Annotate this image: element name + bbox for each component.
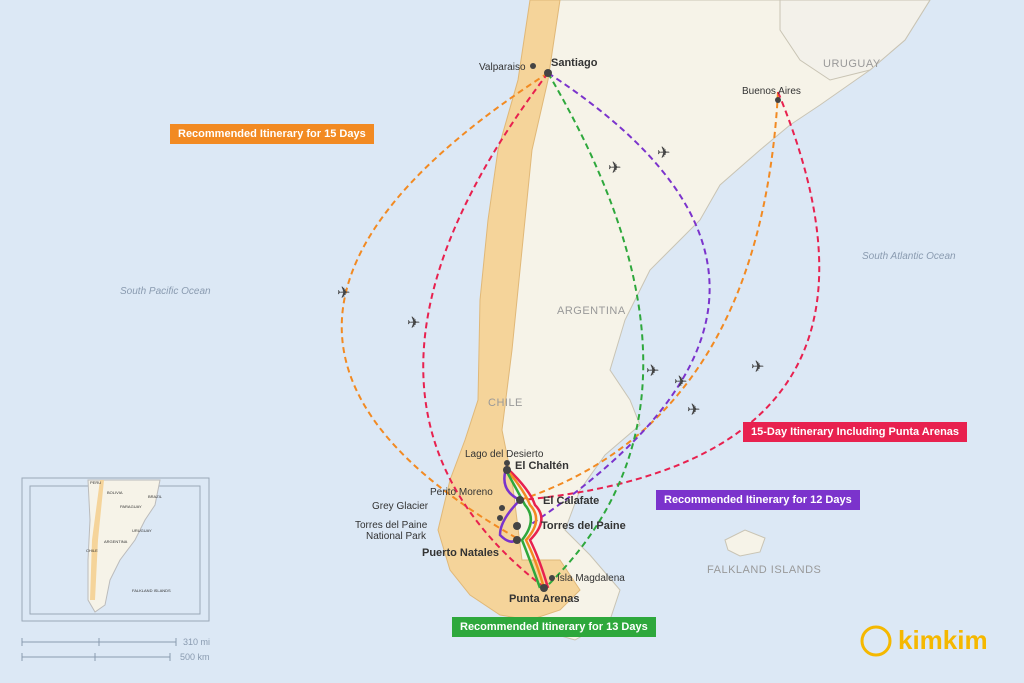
sea-label: South Atlantic Ocean [862,251,956,262]
city-label: Santiago [551,57,598,69]
country-label: ARGENTINA [557,305,626,317]
brand-name: kimkim [898,625,988,655]
inset-map [21,477,210,622]
inset-label: BRAZIL [148,494,163,499]
city-label: Lago del Desierto [465,449,544,460]
city-label: Isla Magdalena [557,573,625,584]
brand-logo: kimkim [860,625,988,656]
route-15-days-pa [422,72,549,589]
city-label: Torres del Paine [541,520,626,532]
city-dots [497,63,781,592]
city-label: National Park [366,531,427,542]
inset-label: ARGENTINA [104,539,128,544]
route-12-days [529,72,711,526]
country-label: FALKLAND ISLANDS [707,564,822,576]
city-label: Grey Glacier [372,501,429,512]
inset-label: PERU [90,480,102,485]
route-label-15-days: Recommended Itinerary for 15 Days [170,124,374,144]
city-label: Perito Moreno [430,487,493,498]
falkland-islands [724,529,766,557]
route-15-days-pa-ba [521,91,821,501]
city-label: El Calafate [543,495,600,507]
route-label-15-days-punta-arenas: 15-Day Itinerary Including Punta Arenas [743,422,968,442]
airplane-icon: ✈ [674,374,688,391]
route-13-days [544,72,645,589]
scale-miles: 310 mi [183,637,211,647]
city-label: Torres del Paine [355,520,428,531]
airplane-icon: ✈ [657,145,671,162]
uruguay-land [779,0,931,81]
inset-label: URUGUAY [132,528,152,533]
airplane-icon: ✈ [337,285,351,302]
scale-bars [21,638,177,661]
argentina-land [499,0,931,641]
inset-label: FALKLAND ISLANDS [132,588,171,593]
route-label-13-days: Recommended Itinerary for 13 Days [452,617,656,637]
city-label: Puerto Natales [422,547,500,559]
city-label: Punta Arenas [509,593,580,605]
airplane-icon: ✈ [751,359,765,376]
city-label: El Chaltén [515,460,569,472]
route-15-days [340,72,549,541]
airplane-icon: ✈ [608,160,622,177]
route-label-12-days: Recommended Itinerary for 12 Days [656,490,860,510]
country-label: CHILE [488,397,523,409]
inset-label: CHILE [86,548,98,553]
country-label: URUGUAY [823,58,881,70]
compass-logo-icon [860,625,892,657]
inset-label: PARAGUAY [120,504,142,509]
airplane-icon: ✈ [687,402,701,419]
airplane-icon: ✈ [407,315,421,332]
sea-label: South Pacific Ocean [120,286,211,297]
city-label: Buenos Aires [742,86,801,97]
airplane-icon: ✈ [646,363,660,380]
inset-label: BOLIVIA [107,490,123,495]
city-label: Valparaiso [479,62,526,73]
scale-km: 500 km [180,652,210,662]
